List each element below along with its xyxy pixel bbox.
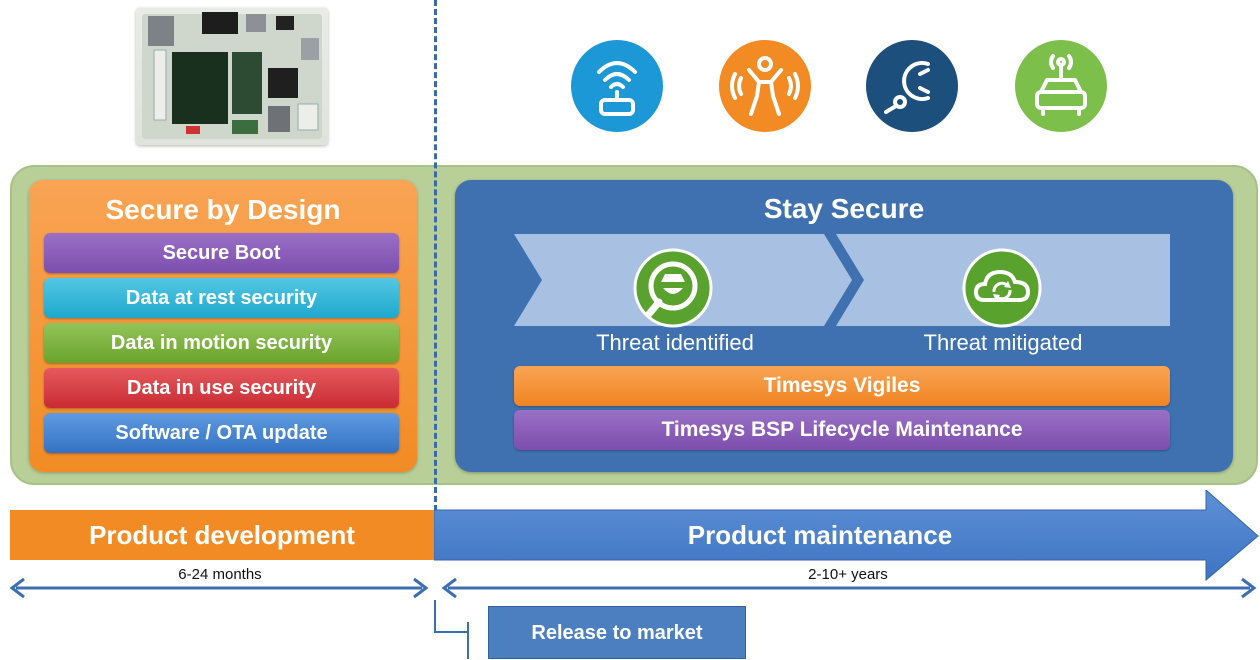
connected-car-icon	[1015, 40, 1107, 132]
product-maintenance-arrow	[434, 490, 1259, 582]
circuit-board-icon	[142, 12, 322, 139]
development-duration-arrow	[9, 577, 429, 599]
stage-label-mitigated: Threat mitigated	[923, 330, 1083, 355]
maintenance-duration-label: 2-10+ years	[808, 566, 888, 583]
cloud-sync-icon	[962, 248, 1042, 328]
medical-device-icon	[866, 40, 958, 132]
software-ota-item: Software / OTA update	[44, 413, 399, 453]
release-connector	[434, 600, 469, 659]
timesys-vigiles-bar: Timesys Vigiles	[514, 366, 1170, 406]
maintenance-duration-arrow	[441, 577, 1257, 599]
stage-chevrons	[514, 234, 1170, 326]
wifi-router-icon	[571, 40, 663, 132]
timesys-bsp-bar: Timesys BSP Lifecycle Maintenance	[514, 410, 1170, 450]
release-to-market-box: Release to market	[488, 606, 746, 659]
secure-by-design-title: Secure by Design	[105, 194, 341, 225]
data-in-motion-item: Data in motion security	[44, 323, 399, 363]
embedded-board-image	[136, 8, 328, 145]
spy-search-icon	[633, 248, 713, 328]
product-development-bar: Product development	[10, 510, 434, 560]
stage-label-identified: Threat identified	[596, 330, 754, 355]
release-divider-line	[434, 0, 437, 520]
stay-secure-title: Stay Secure	[763, 193, 925, 224]
secure-boot-item: Secure Boot	[44, 233, 399, 273]
data-at-rest-item: Data at rest security	[44, 278, 399, 318]
development-duration-label: 6-24 months	[178, 566, 262, 583]
person-signal-icon	[719, 40, 811, 132]
product-maintenance-label: Product maintenance	[687, 520, 953, 550]
data-in-use-item: Data in use security	[44, 368, 399, 408]
